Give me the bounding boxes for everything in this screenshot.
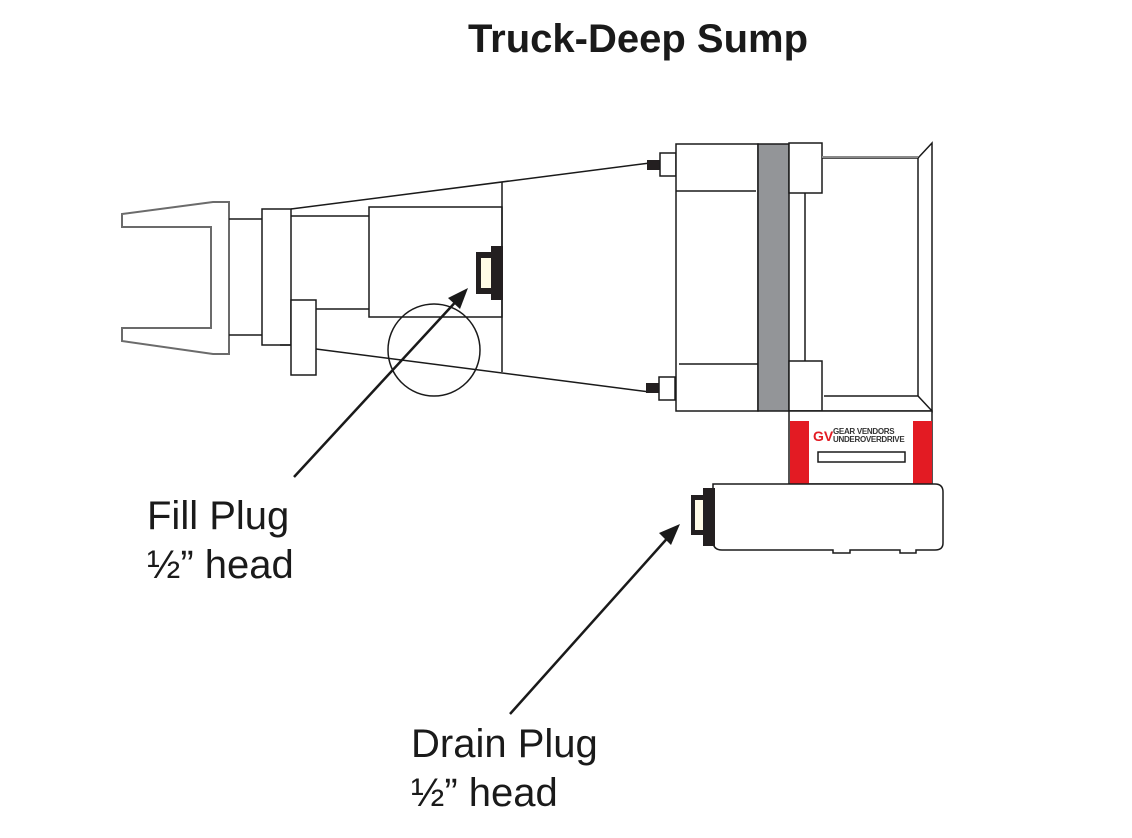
- fill-plug-label-line1: Fill Plug: [147, 494, 289, 538]
- transmission-body: [788, 141, 933, 413]
- drain-plug-icon: [691, 488, 715, 546]
- drain-plug-arrow: [509, 524, 680, 715]
- output-shaft: [229, 208, 292, 346]
- deep-sump-pan: [712, 483, 944, 554]
- gear-vendors-logo: GV GEAR VENDORS UNDEROVERDRIVE: [813, 427, 906, 444]
- logo-mark: GV: [813, 428, 834, 444]
- id-plate: [817, 451, 906, 463]
- gear-vendors-unit: GV GEAR VENDORS UNDEROVERDRIVE: [788, 410, 933, 485]
- fill-plug-label: Fill Plug ½” head: [147, 494, 294, 587]
- diagram-title: Truck-Deep Sump: [468, 17, 808, 61]
- overdrive-housing-circle: [387, 303, 481, 397]
- transmission-case: [675, 143, 759, 412]
- fill-plug-label-line2: ½” head: [147, 543, 294, 587]
- drain-plug-label-line2: ½” head: [411, 771, 558, 815]
- drain-plug-label-line1: Drain Plug: [411, 722, 598, 766]
- tail-housing: [280, 162, 651, 397]
- fill-plug-icon: [476, 246, 503, 300]
- drive-yoke: [121, 201, 230, 355]
- adapter-plate: [757, 143, 790, 412]
- bolt-bottom-icon: [646, 376, 676, 401]
- logo-line2: UNDEROVERDRIVE: [833, 435, 905, 444]
- fill-plug-arrow: [293, 288, 468, 478]
- drain-plug-label: Drain Plug ½” head: [411, 722, 598, 815]
- logo-line1: GEAR VENDORS: [833, 427, 895, 436]
- bolt-top-icon: [647, 152, 677, 177]
